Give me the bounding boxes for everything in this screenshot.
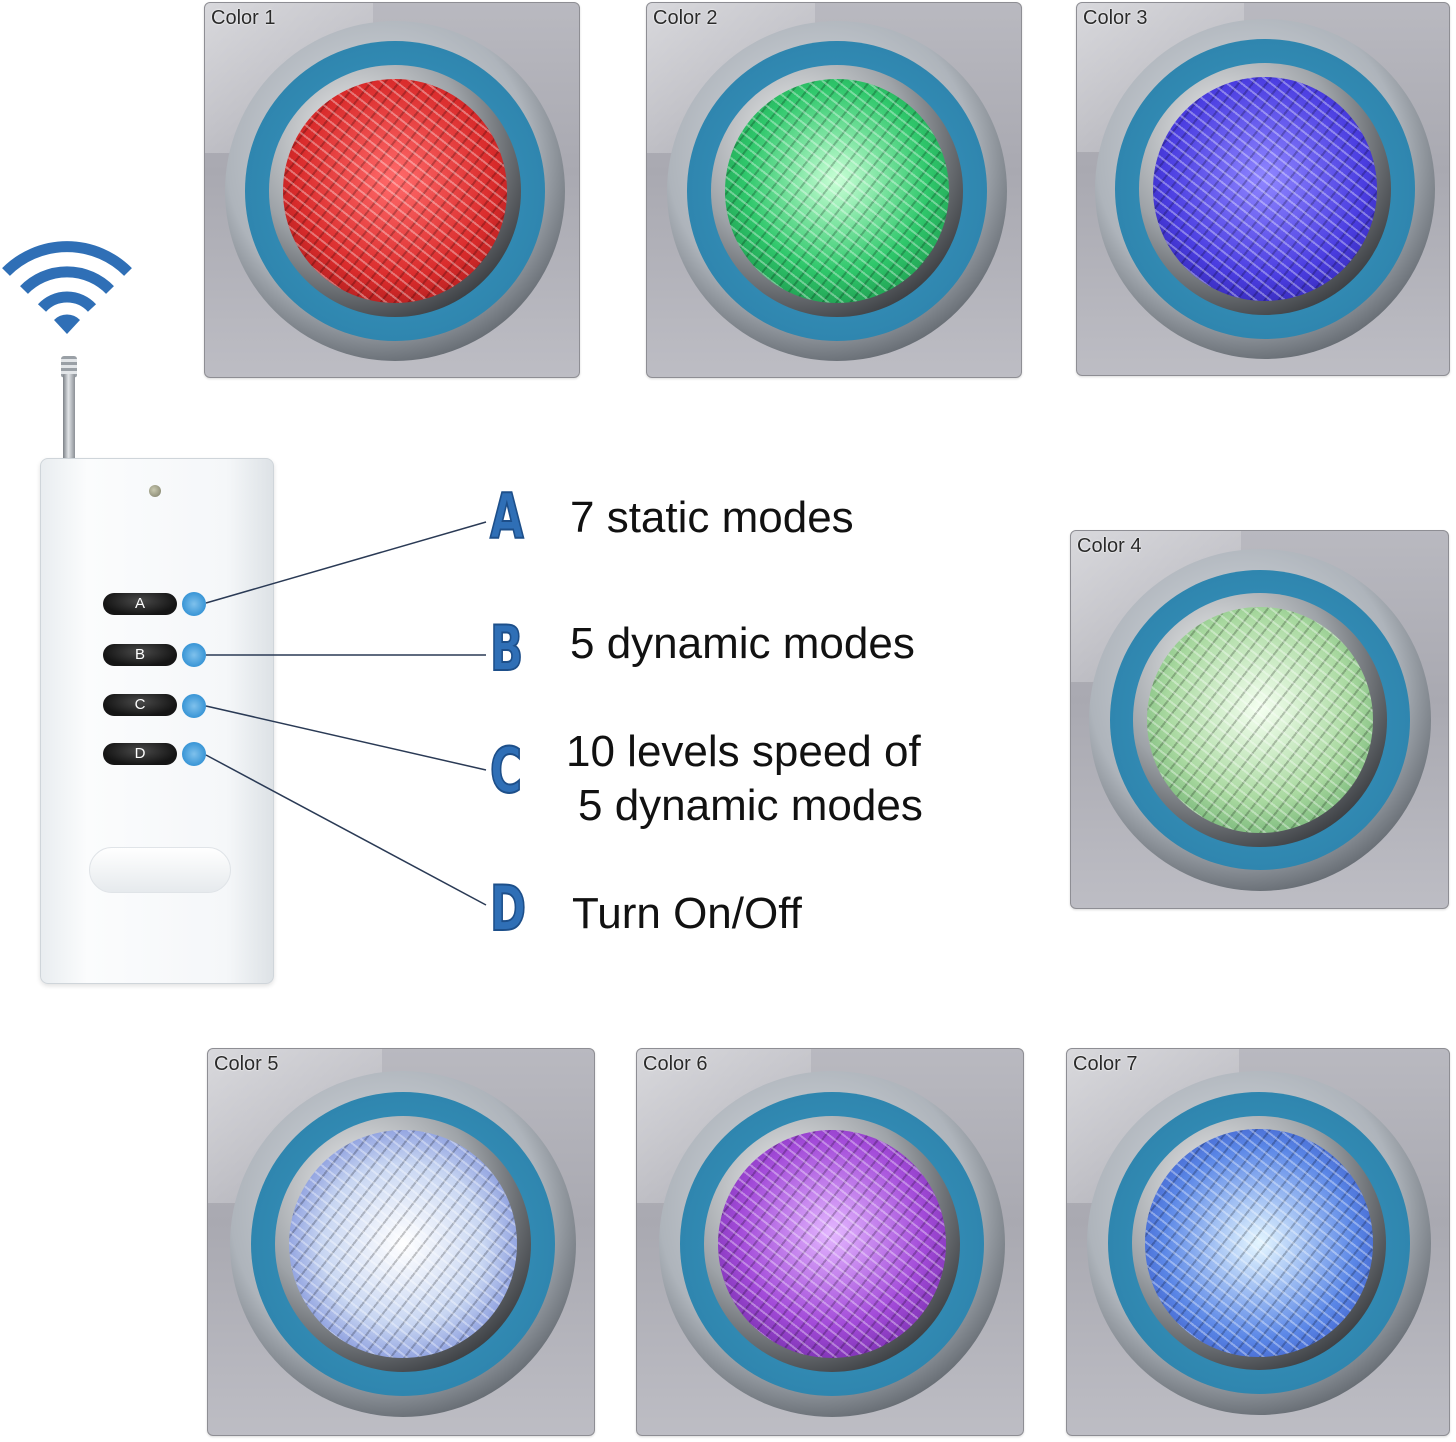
color-label-5: Color 5 bbox=[214, 1053, 279, 1075]
antenna-tip bbox=[61, 356, 77, 378]
antenna-rod bbox=[63, 374, 75, 462]
pool-light-white-green bbox=[1089, 549, 1431, 891]
legend-text-c-line1: 10 levels speed of bbox=[566, 727, 921, 776]
pool-light-blue bbox=[1095, 19, 1435, 359]
pool-light-red bbox=[225, 21, 565, 361]
legend-letter-d: D bbox=[489, 872, 527, 945]
connector-line-c bbox=[205, 705, 487, 771]
indicator-dot-b bbox=[182, 643, 206, 667]
remote-button-d[interactable]: D bbox=[103, 743, 177, 765]
lamp-face-blue bbox=[1152, 76, 1378, 302]
color-tile-7: Color 7 bbox=[1066, 1048, 1450, 1436]
connector-line-a bbox=[205, 521, 487, 604]
color-tile-4: Color 4 bbox=[1070, 530, 1449, 909]
remote-led-indicator bbox=[149, 485, 161, 497]
color-tile-3: Color 3 bbox=[1076, 2, 1450, 376]
color-label-6: Color 6 bbox=[643, 1053, 708, 1075]
legend-text-b: 5 dynamic modes bbox=[570, 619, 915, 668]
lamp-face-red bbox=[282, 78, 508, 304]
remote-button-c[interactable]: C bbox=[103, 694, 177, 716]
lamp-face-white-green bbox=[1147, 607, 1373, 833]
color-tile-5: Color 5 bbox=[207, 1048, 595, 1436]
remote-control: A B C D bbox=[40, 458, 274, 984]
color-tile-2: Color 2 bbox=[646, 2, 1022, 378]
pool-light-green bbox=[667, 21, 1007, 361]
legend-text-c-line2: 5 dynamic modes bbox=[578, 781, 923, 830]
lamp-face-white-blue bbox=[288, 1129, 518, 1359]
color-label-7: Color 7 bbox=[1073, 1053, 1138, 1075]
color-label-3: Color 3 bbox=[1083, 7, 1148, 29]
indicator-dot-c bbox=[182, 694, 206, 718]
legend-letter-b: B bbox=[489, 612, 524, 685]
color-tile-1: Color 1 bbox=[204, 2, 580, 378]
lamp-face-purple bbox=[717, 1129, 947, 1359]
remote-battery-cover bbox=[89, 847, 231, 893]
antenna-icon bbox=[58, 356, 80, 462]
color-tile-6: Color 6 bbox=[636, 1048, 1024, 1436]
remote-button-b[interactable]: B bbox=[103, 644, 177, 666]
color-label-4: Color 4 bbox=[1077, 535, 1142, 557]
pool-light-white-blue bbox=[230, 1071, 576, 1417]
color-label-1: Color 1 bbox=[211, 7, 276, 29]
pool-light-purple bbox=[659, 1071, 1005, 1417]
wifi-signal-icon bbox=[2, 241, 132, 334]
connector-line-d bbox=[205, 754, 487, 906]
color-label-2: Color 2 bbox=[653, 7, 718, 29]
indicator-dot-a bbox=[182, 592, 206, 616]
legend-letter-c: C bbox=[489, 734, 522, 807]
legend-letter-a: A bbox=[489, 480, 524, 553]
indicator-dot-d bbox=[182, 742, 206, 766]
legend-text-a: 7 static modes bbox=[570, 493, 854, 542]
remote-button-a[interactable]: A bbox=[103, 593, 177, 615]
pool-light-cyan-blue bbox=[1087, 1071, 1431, 1415]
lamp-face-cyan-blue bbox=[1145, 1129, 1373, 1357]
lamp-face-green bbox=[724, 78, 950, 304]
legend-text-d: Turn On/Off bbox=[572, 889, 802, 938]
